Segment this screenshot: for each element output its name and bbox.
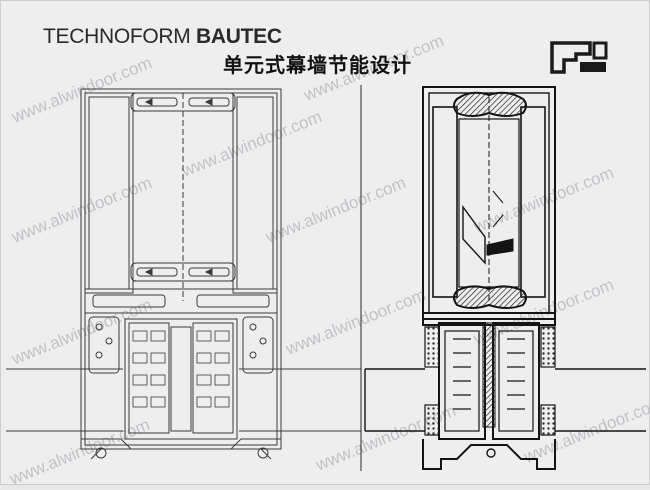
left-transom bbox=[84, 288, 278, 314]
right-section-detail bbox=[364, 86, 646, 470]
left-section-detail bbox=[6, 88, 362, 460]
left-outer-frame bbox=[80, 88, 282, 450]
left-split-mullion bbox=[124, 318, 238, 440]
right-outer-frame bbox=[422, 86, 556, 320]
right-bottom-gasket bbox=[453, 285, 527, 309]
brand-name: TECHNOFORM BAUTEC bbox=[43, 25, 282, 49]
left-bottom-gasket bbox=[130, 262, 236, 282]
right-base-profile bbox=[422, 439, 556, 470]
left-mullion-right bbox=[232, 92, 278, 294]
brand-name-part1: TECHNOFORM bbox=[43, 25, 197, 48]
right-top-gasket bbox=[453, 91, 527, 117]
technoform-logo-icon bbox=[550, 41, 608, 74]
left-top-gasket bbox=[130, 92, 236, 112]
drawing-title: 单元式幕墙节能设计 bbox=[223, 53, 412, 77]
brand-name-part2: BAUTEC bbox=[196, 25, 282, 48]
left-mullion-left bbox=[84, 92, 134, 294]
